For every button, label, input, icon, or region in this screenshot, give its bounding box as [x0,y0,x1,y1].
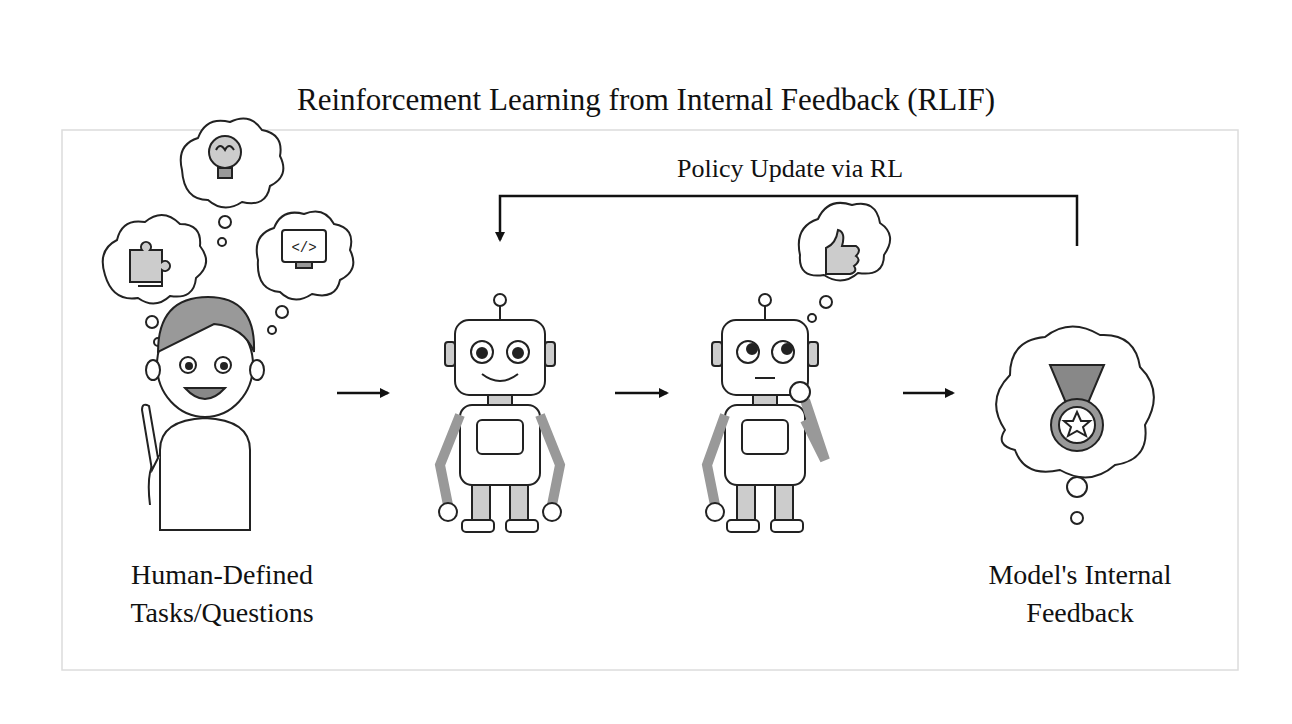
flow-arrows [337,392,953,395]
arrow-label: Policy Update via RL [671,154,909,184]
caption-text: Model's Internal Feedback [946,556,1214,632]
panel [62,130,1238,670]
medal-bubble [996,326,1154,524]
caption-text: Human-Defined Tasks/Questions [88,556,356,632]
robot-figure [439,294,561,532]
boy-figure: </> [103,118,354,530]
thinking-robot-figure [706,203,890,532]
diagram-title: Reinforcement Learning from Internal Fee… [297,82,995,118]
svg-text:</>: </> [291,240,316,256]
figure-caption-node: Model's Internal Feedback [946,556,1214,632]
figure-caption-node: Human-Defined Tasks/Questions [88,556,356,632]
feedback-arrow [500,196,1077,246]
